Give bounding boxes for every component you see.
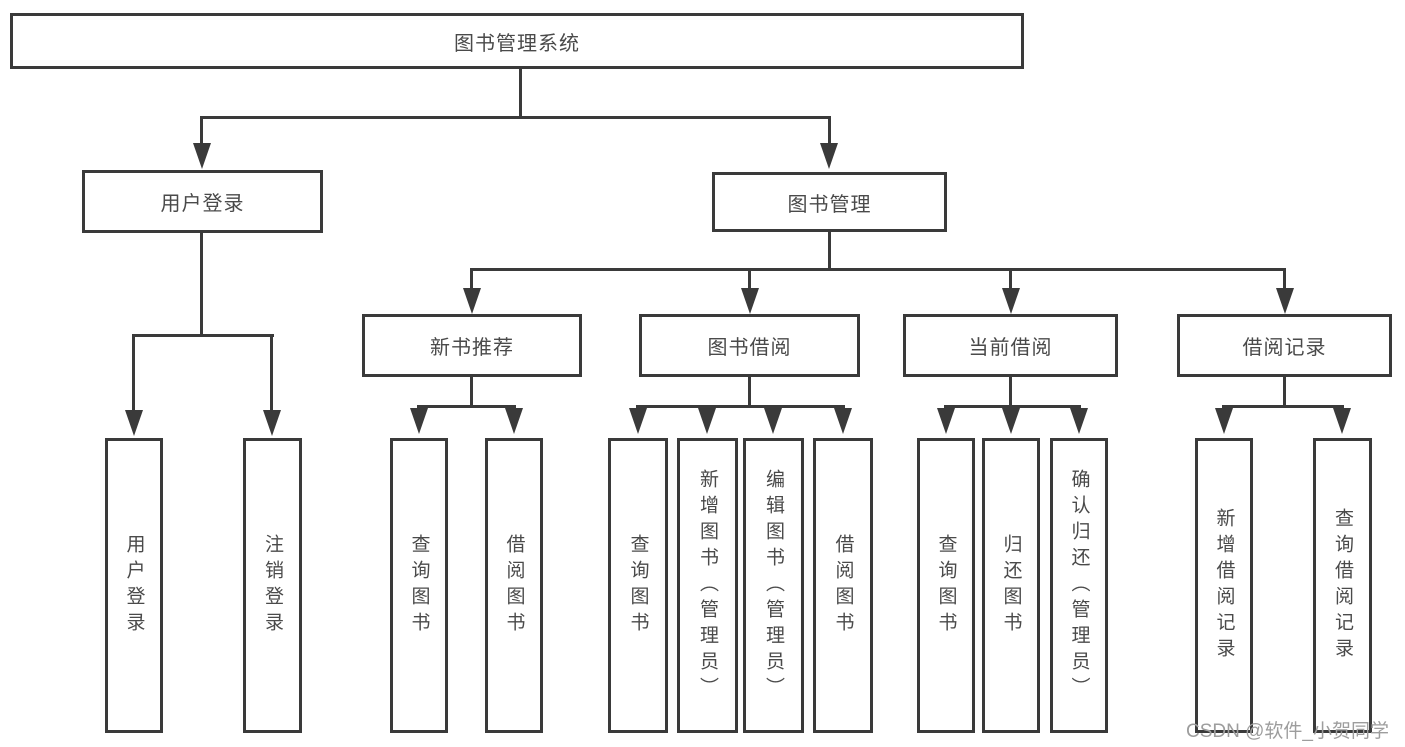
leaf-borrow-books-borrow-label: 借阅图书 — [832, 533, 854, 638]
arrowhead-down-icon — [1070, 408, 1088, 434]
node-book-management: 图书管理 — [712, 172, 947, 232]
leaf-borrow-books-recommend-label: 借阅图书 — [503, 533, 525, 638]
node-book-borrow-label: 图书借阅 — [707, 337, 792, 359]
connector-level2-horizontal — [200, 116, 831, 119]
arrowhead-down-icon — [698, 408, 716, 434]
leaf-logout-login: 注销登录 — [243, 438, 302, 733]
connector-stem-leaf-user-login — [132, 336, 135, 412]
arrowhead-down-icon — [629, 408, 647, 434]
node-current-borrow: 当前借阅 — [903, 314, 1118, 377]
connector-user-login-horizontal — [132, 334, 274, 337]
connector-stem-leaf-logout — [270, 336, 273, 412]
leaf-add-borrow-record-label: 新增借阅记录 — [1213, 507, 1235, 664]
leaf-query-books-current-label: 查询图书 — [935, 533, 957, 638]
leaf-add-book-admin-label: 新增图书（管理员） — [697, 468, 718, 703]
leaf-add-book-admin: 新增图书（管理员） — [677, 438, 738, 733]
leaf-return-books-label: 归还图书 — [1000, 533, 1022, 638]
leaf-query-books-current: 查询图书 — [917, 438, 975, 733]
arrowhead-down-icon — [1002, 408, 1020, 434]
connector-current-borrow-vertical — [1009, 377, 1012, 408]
leaf-query-books-borrow-label: 查询图书 — [627, 533, 649, 638]
connector-stem-new-book-recommend — [470, 270, 473, 291]
leaf-query-books-borrow: 查询图书 — [608, 438, 668, 733]
arrowhead-down-icon — [263, 410, 281, 436]
leaf-add-borrow-record: 新增借阅记录 — [1195, 438, 1253, 733]
connector-root-vertical — [519, 69, 522, 119]
leaf-query-borrow-record-label: 查询借阅记录 — [1332, 507, 1353, 664]
arrowhead-down-icon — [834, 408, 852, 434]
leaf-return-books: 归还图书 — [982, 438, 1040, 733]
connector-stem-book-management — [828, 118, 831, 145]
arrowhead-down-icon — [741, 288, 759, 314]
node-borrow-records-label: 借阅记录 — [1242, 337, 1327, 359]
connector-stem-current-borrow — [1009, 270, 1012, 291]
arrowhead-down-icon — [1276, 288, 1294, 314]
connector-borrow-records-horizontal — [1222, 405, 1344, 408]
node-new-book-recommend: 新书推荐 — [362, 314, 582, 377]
connector-book-borrow-horizontal — [636, 405, 845, 408]
arrowhead-down-icon — [410, 408, 428, 434]
connector-stem-user-login — [200, 118, 203, 145]
arrowhead-down-icon — [193, 143, 211, 169]
leaf-confirm-return-admin: 确认归还（管理员） — [1050, 438, 1108, 733]
connector-stem-borrow-records — [1283, 270, 1286, 291]
node-book-management-label: 图书管理 — [787, 193, 872, 216]
leaf-edit-book-admin: 编辑图书（管理员） — [743, 438, 804, 733]
connector-new-book-recommend-vertical — [470, 377, 473, 408]
csdn-watermark: CSDN @软件_小贺同学 — [1186, 721, 1389, 742]
node-new-book-recommend-label: 新书推荐 — [430, 337, 514, 359]
connector-borrow-records-vertical — [1283, 377, 1286, 408]
connector-book-management-vertical — [828, 232, 831, 271]
leaf-borrow-books-borrow: 借阅图书 — [813, 438, 873, 733]
leaf-logout-login-label: 注销登录 — [262, 533, 283, 638]
leaf-borrow-books-recommend: 借阅图书 — [485, 438, 543, 733]
arrowhead-down-icon — [1002, 288, 1020, 314]
arrowhead-down-icon — [764, 408, 782, 434]
leaf-edit-book-admin-label: 编辑图书（管理员） — [763, 468, 784, 703]
leaf-user-login: 用户登录 — [105, 438, 163, 733]
arrowhead-down-icon — [125, 410, 143, 436]
arrowhead-down-icon — [820, 143, 838, 169]
connector-stem-book-borrow — [748, 270, 751, 291]
arrowhead-down-icon — [1215, 408, 1233, 434]
connector-level3-horizontal — [470, 268, 1286, 271]
leaf-query-borrow-record: 查询借阅记录 — [1313, 438, 1372, 733]
node-book-borrow: 图书借阅 — [639, 314, 860, 377]
leaf-confirm-return-admin-label: 确认归还（管理员） — [1068, 468, 1090, 703]
connector-book-borrow-vertical — [748, 377, 751, 408]
node-root-label: 图书管理系统 — [454, 32, 580, 55]
leaf-query-books-recommend-label: 查询图书 — [408, 533, 430, 638]
node-borrow-records: 借阅记录 — [1177, 314, 1392, 377]
arrowhead-down-icon — [505, 408, 523, 434]
connector-current-borrow-horizontal — [944, 405, 1081, 408]
connector-user-login-vertical — [200, 233, 203, 337]
arrowhead-down-icon — [937, 408, 955, 434]
node-current-borrow-label: 当前借阅 — [968, 337, 1053, 359]
node-user-login: 用户登录 — [82, 170, 323, 233]
leaf-query-books-recommend: 查询图书 — [390, 438, 448, 733]
node-user-login-label: 用户登录 — [160, 193, 245, 215]
connector-new-book-recommend-horizontal — [417, 405, 516, 408]
node-root: 图书管理系统 — [10, 13, 1024, 69]
arrowhead-down-icon — [1333, 408, 1351, 434]
leaf-user-login-label: 用户登录 — [123, 533, 145, 638]
arrowhead-down-icon — [463, 288, 481, 314]
